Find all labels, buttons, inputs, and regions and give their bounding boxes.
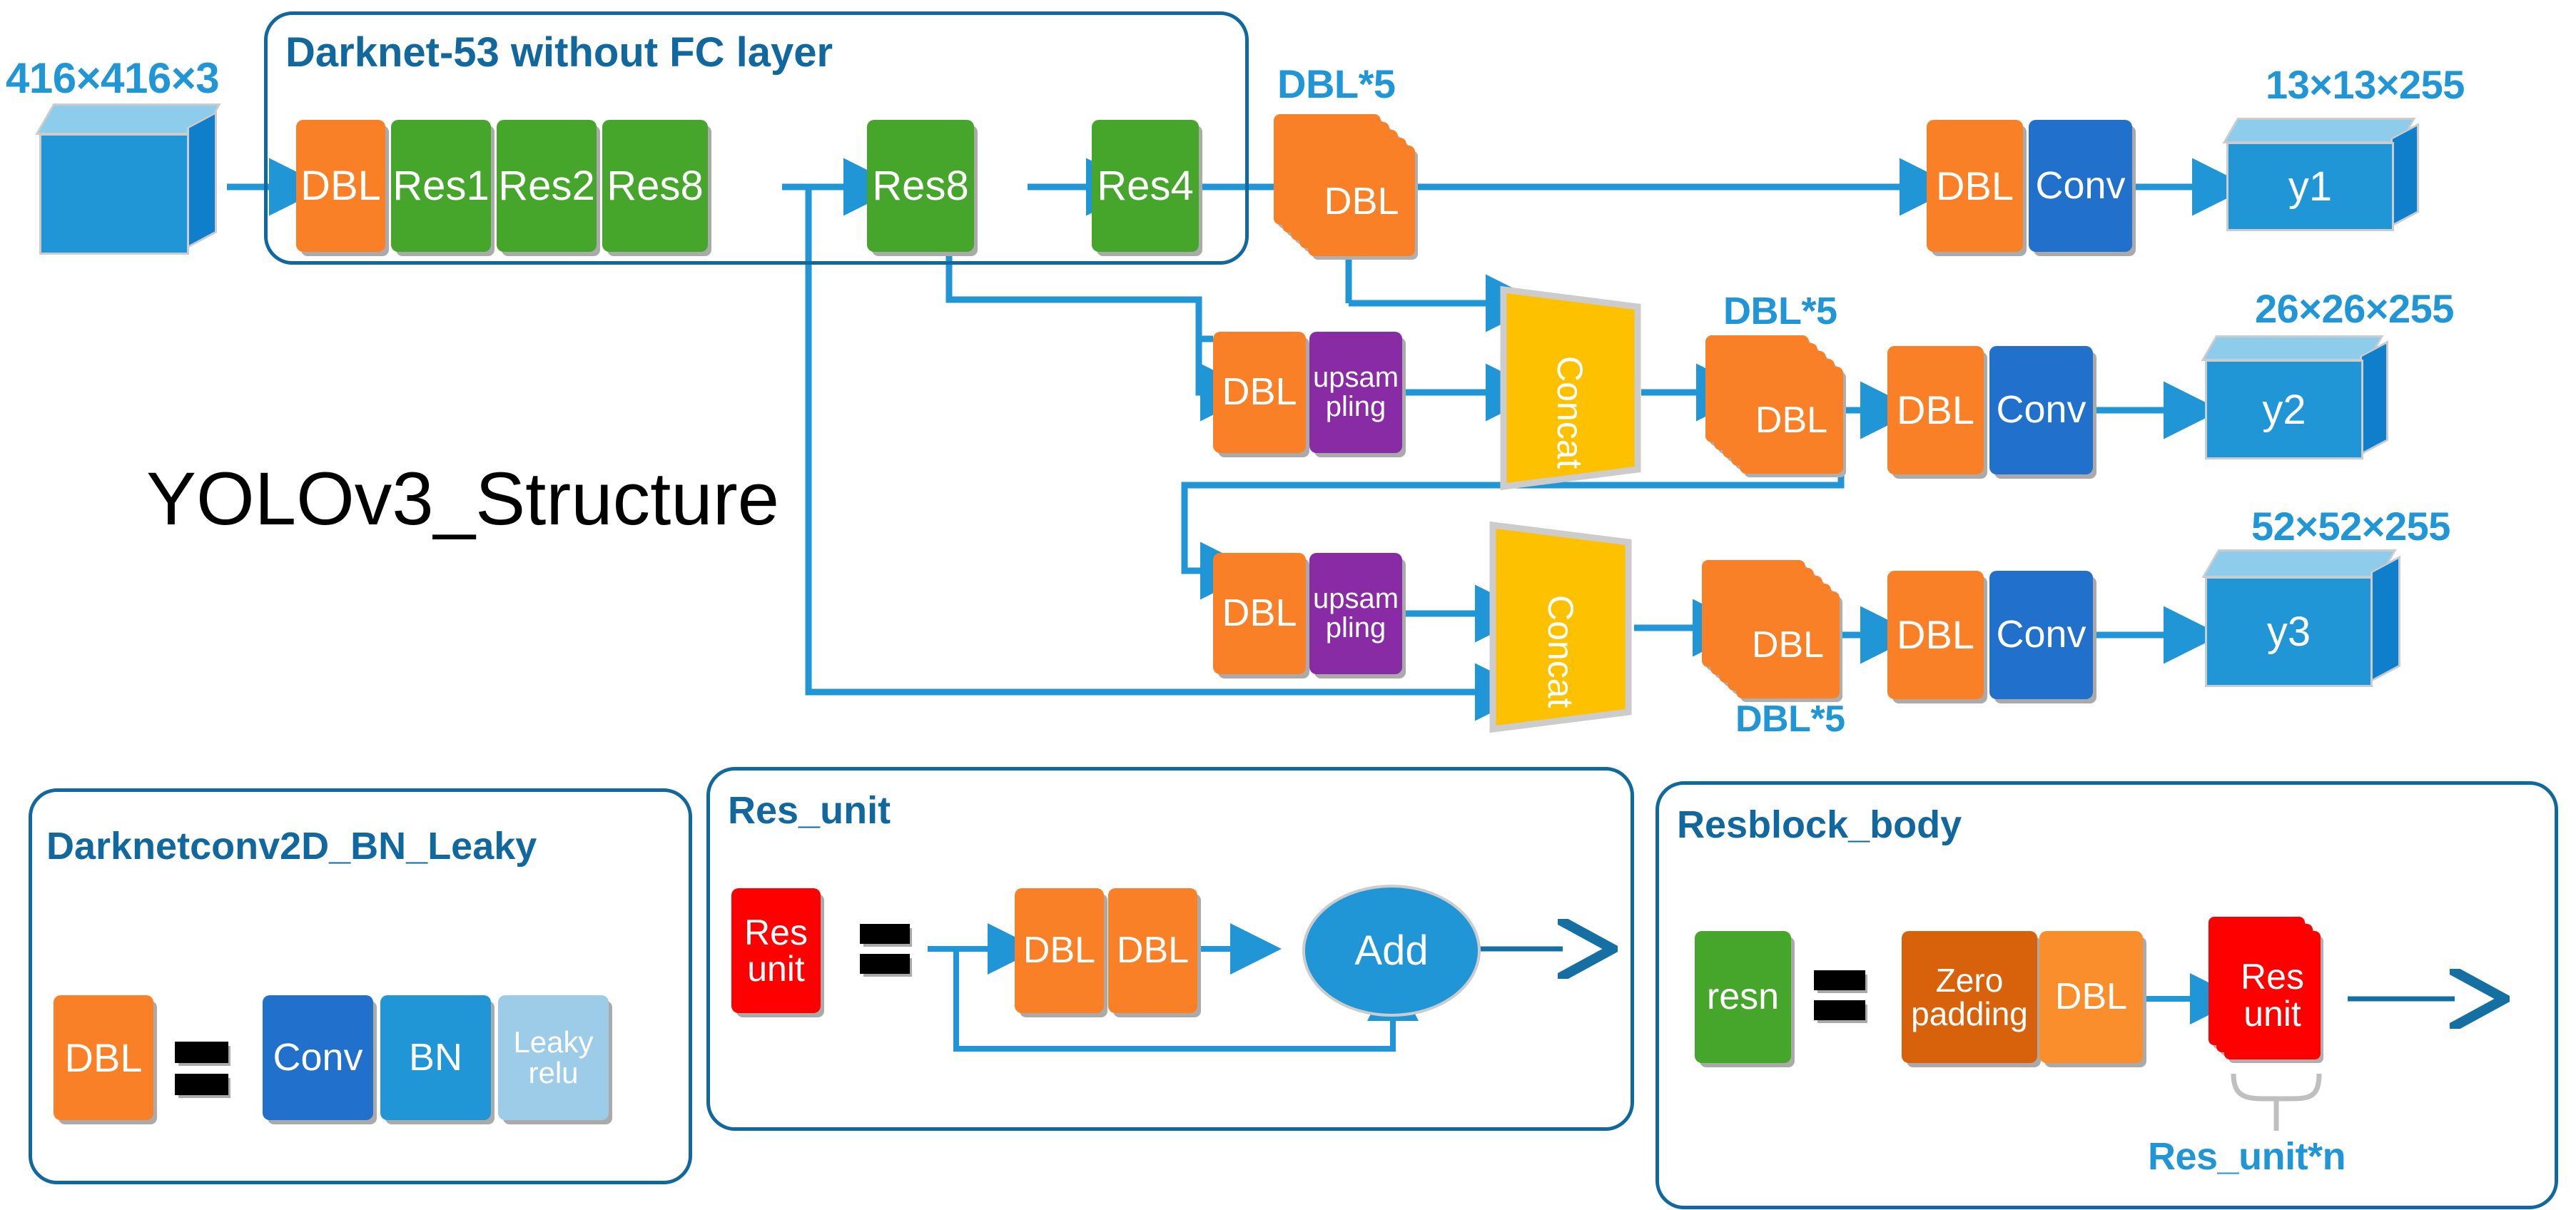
branch2-head-dbl[interactable]: DBL xyxy=(1887,346,1984,474)
branch3-dbl-stack[interactable]: DBL xyxy=(1702,560,1845,699)
group-dbl-legend-label: Darknetconv2D_BN_Leaky xyxy=(46,825,537,868)
legend-resblock-resunit-stack[interactable]: Res unit xyxy=(2209,917,2358,1067)
branch3-concat[interactable]: Concat xyxy=(1484,521,1638,735)
cube-side-face xyxy=(2370,555,2400,683)
backbone-block-res8-b[interactable]: Res8 xyxy=(867,120,974,252)
leaky-line1: Leaky xyxy=(513,1025,594,1059)
res-line1: Res xyxy=(744,912,808,952)
res-line1: Res xyxy=(2241,956,2304,997)
branch3-head-conv[interactable]: Conv xyxy=(1989,571,2093,699)
y2-output-cube: y2 xyxy=(2194,335,2408,478)
zero-padding-line1: Zero xyxy=(1935,961,2004,999)
group-backbone xyxy=(264,11,1249,265)
res-card-1: Res unit xyxy=(2224,931,2321,1059)
group-backbone-label: Darknet-53 without FC layer xyxy=(285,29,833,76)
branch2-concat-label: Concat xyxy=(1550,356,1590,469)
branch2-head-conv[interactable]: Conv xyxy=(1989,346,2093,474)
cube-top-face xyxy=(2222,118,2416,143)
branch2-upsampling[interactable]: upsam pling xyxy=(1309,332,1402,453)
zero-padding-line2: padding xyxy=(1911,995,2028,1032)
stack-card-1: DBL xyxy=(1308,146,1415,256)
upsampling-line2: pling xyxy=(1325,391,1386,422)
equals-sign-resunit xyxy=(860,924,910,974)
cube-front-face xyxy=(39,133,189,255)
branch2-stack-label: DBL*5 xyxy=(1723,290,1837,332)
upsampling-line1: upsam xyxy=(1312,362,1399,394)
res-line2: unit xyxy=(747,948,805,989)
backbone-block-res1[interactable]: Res1 xyxy=(391,120,491,252)
resblock-brace-label: Res_unit*n xyxy=(2148,1135,2346,1178)
group-res-unit xyxy=(706,767,1634,1131)
cube-front-face: y2 xyxy=(2205,360,2363,459)
group-resblock-body xyxy=(1655,781,2558,1209)
leaky-line2: relu xyxy=(528,1055,579,1089)
stack-card-1: DBL xyxy=(1740,367,1843,474)
branch3-head-dbl[interactable]: DBL xyxy=(1887,571,1984,699)
branch2-dbl-stack[interactable]: DBL xyxy=(1705,335,1848,474)
y3-output-cube: y3 xyxy=(2194,549,2415,710)
group-resblock-body-label: Resblock_body xyxy=(1677,803,1962,846)
legend-dbl-leaky-relu[interactable]: Leaky relu xyxy=(498,995,609,1120)
stack-card-1: DBL xyxy=(1736,591,1840,698)
branch1-head-dbl[interactable]: DBL xyxy=(1927,120,2023,252)
equals-sign-resblock xyxy=(1814,970,1865,1020)
backbone-block-res8-a[interactable]: Res8 xyxy=(602,120,708,252)
input-cube xyxy=(29,103,228,257)
cube-side-face xyxy=(2390,123,2419,228)
legend-resunit-dbl-2[interactable]: DBL xyxy=(1108,888,1197,1013)
cube-side-face xyxy=(187,111,217,249)
page-title: YOLOv3_Structure xyxy=(146,457,780,541)
upsampling-line1: upsam xyxy=(1312,583,1399,615)
res-line2: unit xyxy=(2243,994,2301,1034)
legend-resblock-lhs[interactable]: resn xyxy=(1695,931,1791,1063)
cube-side-face xyxy=(2360,340,2388,456)
y3-shape-label: 52×52×255 xyxy=(2251,504,2450,549)
cube-top-face xyxy=(2201,335,2384,361)
group-res-unit-label: Res_unit xyxy=(728,789,891,832)
branch3-pre-dbl[interactable]: DBL xyxy=(1213,553,1306,674)
legend-dbl-conv[interactable]: Conv xyxy=(263,995,373,1120)
legend-resunit-add[interactable]: Add xyxy=(1302,885,1481,1017)
cube-front-face: y1 xyxy=(2226,142,2394,231)
cube-front-face: y3 xyxy=(2205,576,2373,687)
y1-shape-label: 13×13×255 xyxy=(2266,62,2465,107)
y1-output-cube: y1 xyxy=(2216,118,2430,253)
y2-shape-label: 26×26×255 xyxy=(2255,286,2454,331)
branch1-stack-label: DBL*5 xyxy=(1277,61,1396,106)
legend-resunit-lhs[interactable]: Res unit xyxy=(731,888,821,1013)
legend-resblock-dbl[interactable]: DBL xyxy=(2039,931,2143,1063)
group-dbl-legend xyxy=(29,788,692,1184)
equals-sign-dbl xyxy=(175,1042,228,1095)
branch3-stack-label: DBL*5 xyxy=(1735,698,1845,740)
backbone-block-dbl[interactable]: DBL xyxy=(296,120,385,252)
input-shape-label: 416×416×3 xyxy=(6,54,220,102)
backbone-block-res4[interactable]: Res4 xyxy=(1092,120,1199,252)
legend-dbl-bn[interactable]: BN xyxy=(380,995,491,1120)
branch2-pre-dbl[interactable]: DBL xyxy=(1213,332,1306,453)
upsampling-line2: pling xyxy=(1325,612,1386,644)
branch1-head-conv[interactable]: Conv xyxy=(2029,120,2132,252)
legend-dbl-lhs[interactable]: DBL xyxy=(54,995,153,1120)
branch3-upsampling[interactable]: upsam pling xyxy=(1309,553,1402,674)
branch2-concat[interactable]: Concat xyxy=(1495,285,1645,492)
branch3-concat-label: Concat xyxy=(1541,595,1581,708)
backbone-block-res2[interactable]: Res2 xyxy=(497,120,597,252)
branch1-dbl-stack[interactable]: DBL xyxy=(1274,114,1416,257)
legend-resblock-zero-padding[interactable]: Zero padding xyxy=(1902,931,2037,1063)
cube-top-face xyxy=(2201,549,2397,578)
legend-resunit-dbl-1[interactable]: DBL xyxy=(1015,888,1104,1013)
